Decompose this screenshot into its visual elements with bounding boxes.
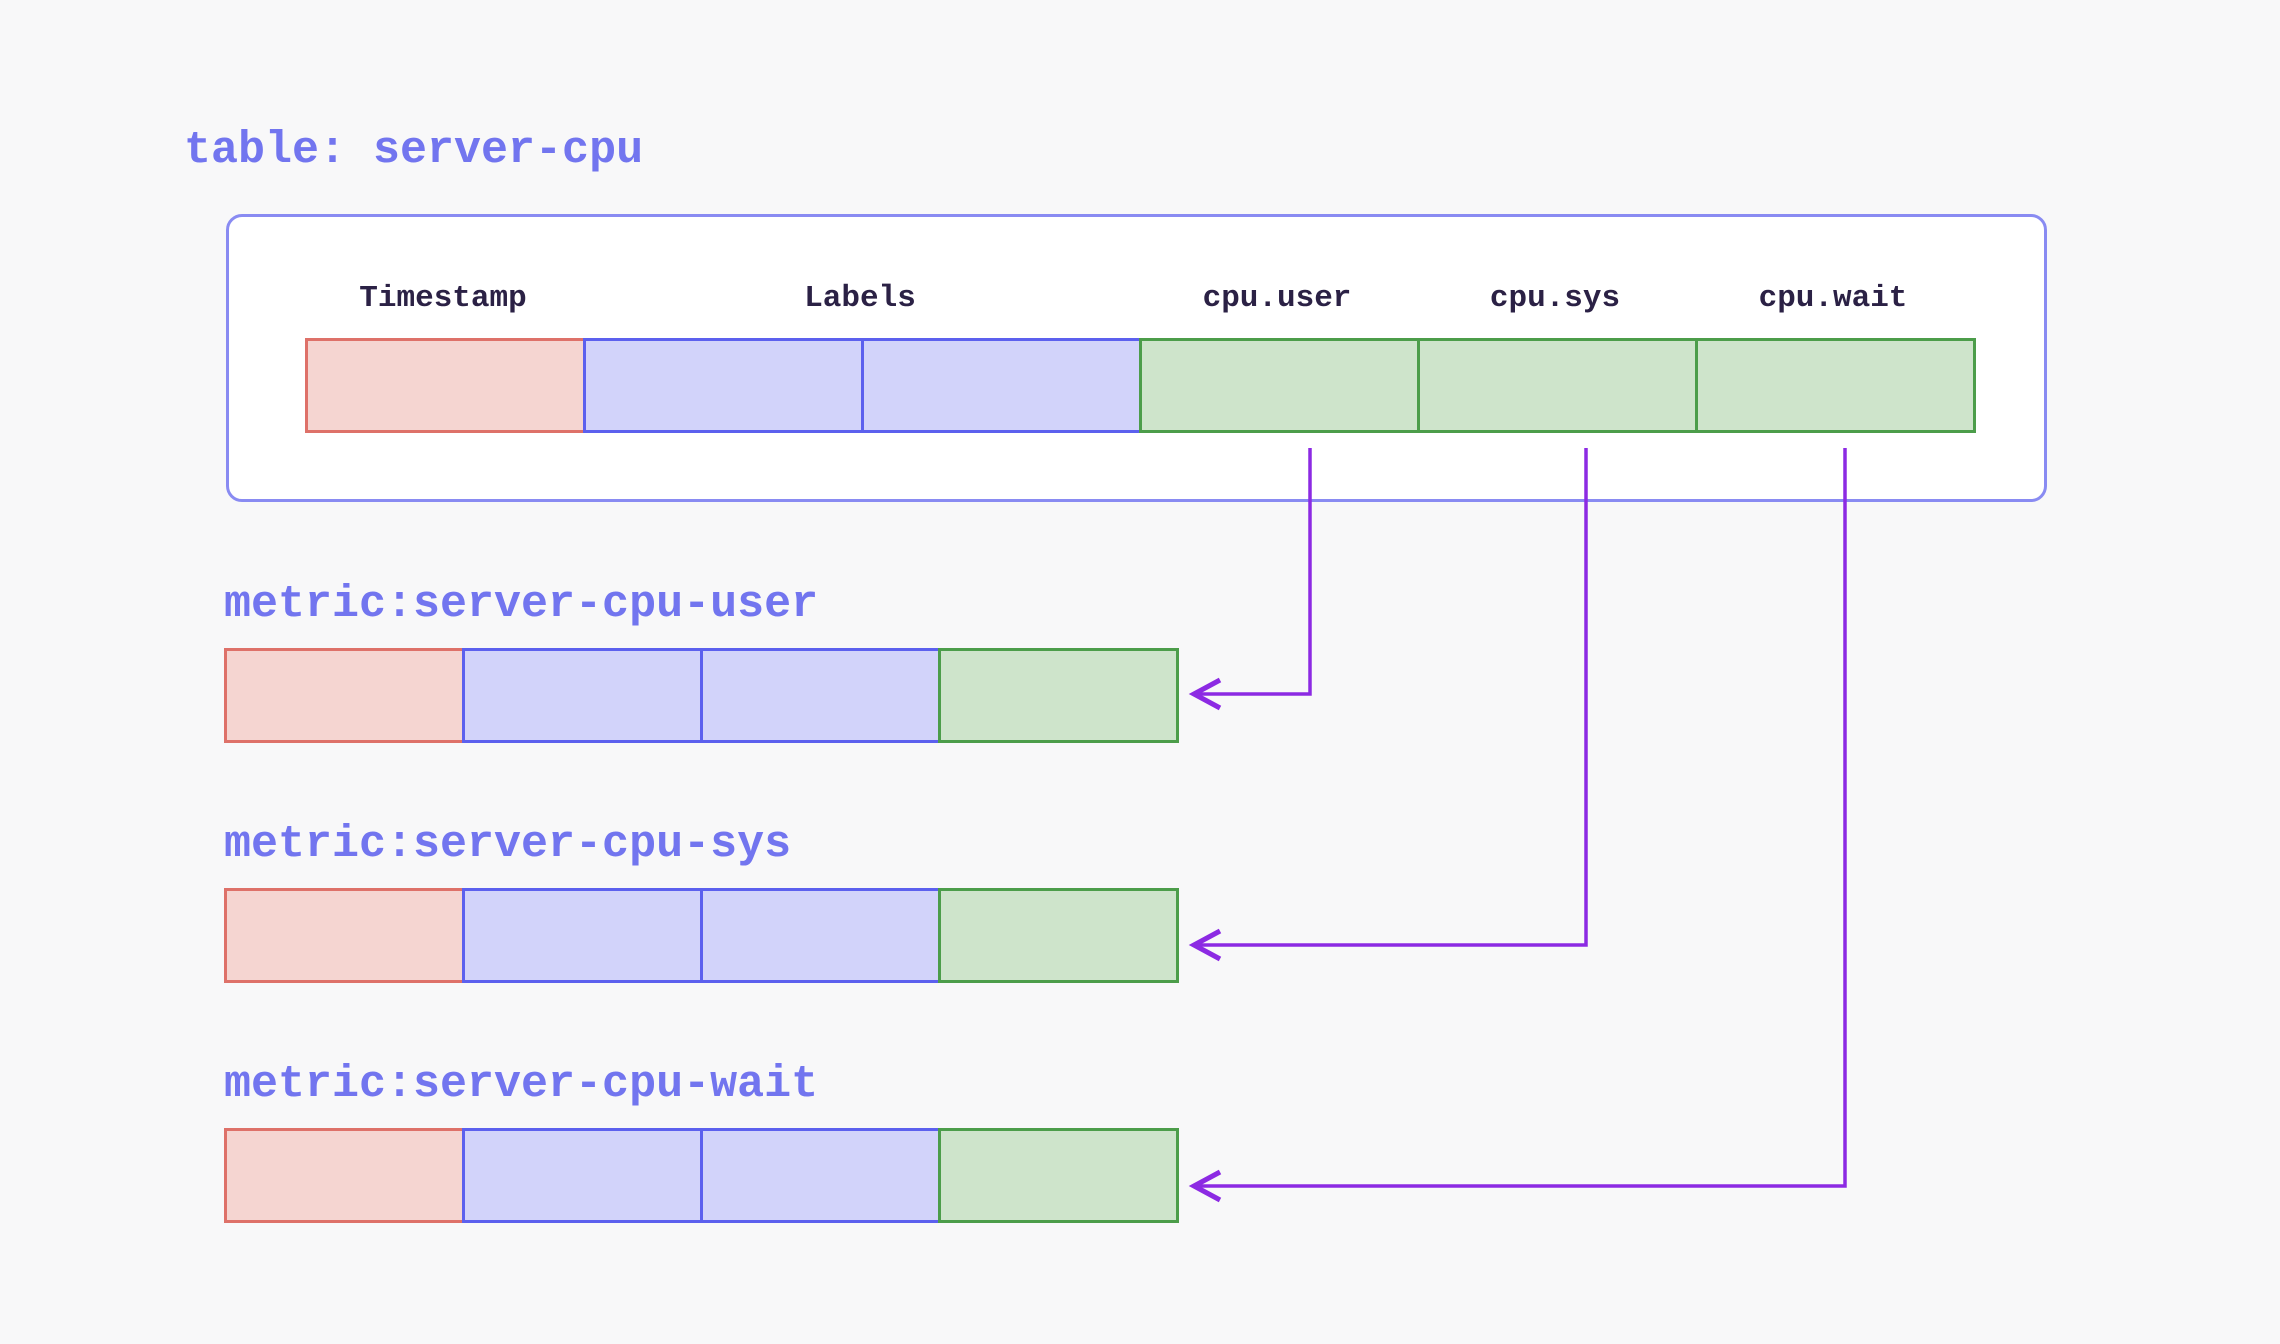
metric-title-sys: metric:server-cpu-sys: [224, 819, 792, 870]
label-cell: [583, 338, 864, 433]
column-header-cpu-wait: cpu.wait: [1758, 281, 1908, 316]
column-header-labels: Labels: [804, 281, 916, 316]
connector-arrow-cpu-wait: [1188, 448, 1847, 1203]
column-header-cpu-sys: cpu.sys: [1489, 281, 1621, 316]
column-header-cpu-user: cpu.user: [1202, 281, 1352, 316]
timestamp-cell: [224, 888, 465, 983]
label-cell: [700, 648, 941, 743]
metric-title-user: metric:server-cpu-user: [224, 579, 819, 630]
timestamp-cell: [224, 648, 465, 743]
field-cell: [1695, 338, 1976, 433]
label-cell: [700, 1128, 941, 1223]
timestamp-cell: [224, 1128, 465, 1223]
label-cell: [700, 888, 941, 983]
field-cell: [1139, 338, 1420, 433]
table-title: table: server-cpu: [184, 125, 644, 176]
metric-row-sys: [224, 888, 1179, 983]
field-cell: [938, 888, 1179, 983]
metric-row-wait: [224, 1128, 1179, 1223]
label-cell: [462, 888, 703, 983]
field-cell: [938, 648, 1179, 743]
timestamp-cell: [305, 338, 586, 433]
metric-title-wait: metric:server-cpu-wait: [224, 1059, 819, 1110]
label-cell: [462, 1128, 703, 1223]
field-cell: [938, 1128, 1179, 1223]
field-cell: [1417, 338, 1698, 433]
connector-arrow-cpu-sys: [1188, 448, 1588, 962]
table-row: [305, 338, 1976, 433]
metric-row-user: [224, 648, 1179, 743]
label-cell: [462, 648, 703, 743]
label-cell: [861, 338, 1142, 433]
column-header-timestamp: Timestamp: [359, 281, 527, 316]
